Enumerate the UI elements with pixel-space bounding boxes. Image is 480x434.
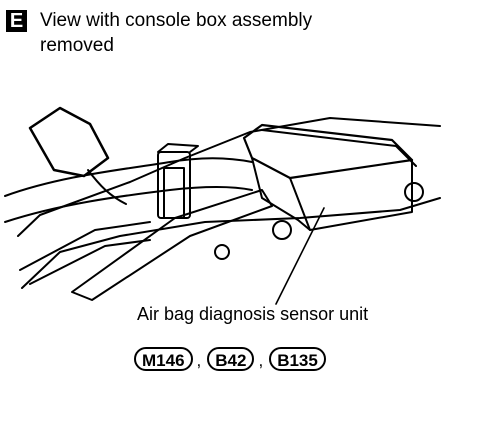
connector-badge-b42: B42 <box>207 347 255 371</box>
cable-wrap-tail <box>87 169 127 205</box>
harness-connector-block <box>157 151 191 219</box>
floor-panel-edge <box>21 197 441 289</box>
callout-label: Air bag diagnosis sensor unit <box>137 304 369 324</box>
sensor-unit-front <box>289 159 413 231</box>
view-marker: E <box>6 10 27 32</box>
view-title: View with console box assembly removed <box>40 8 312 58</box>
mounting-bolt-left <box>272 220 292 240</box>
sensor-unit-top <box>242 123 414 180</box>
bracket-bar-2 <box>19 221 151 271</box>
connector-list: M146 , B42 , B135 <box>134 341 326 371</box>
view-title-line-1: View with console box assembly <box>40 10 313 31</box>
sensor-unit-ledge <box>261 129 417 167</box>
mounting-bolt-rear <box>214 244 230 260</box>
connector-clip <box>163 167 185 219</box>
connector-separator: , <box>258 351 264 370</box>
callout-leader-line <box>275 207 325 305</box>
bracket-bar-3 <box>29 239 151 285</box>
sensor-unit-side <box>251 157 311 231</box>
floor-panel-outline <box>17 117 441 237</box>
view-title-line-2: removed <box>40 35 114 56</box>
wiring-harness-top <box>4 157 253 197</box>
connector-badge-b135: B135 <box>269 347 326 371</box>
connector-badge-m146: M146 <box>134 347 193 371</box>
mounting-bolt-right <box>404 182 424 202</box>
bracket-bar-1 <box>71 189 273 301</box>
connector-cap <box>157 143 199 153</box>
cable-wrap-head <box>28 106 110 178</box>
connector-separator: , <box>196 351 202 370</box>
